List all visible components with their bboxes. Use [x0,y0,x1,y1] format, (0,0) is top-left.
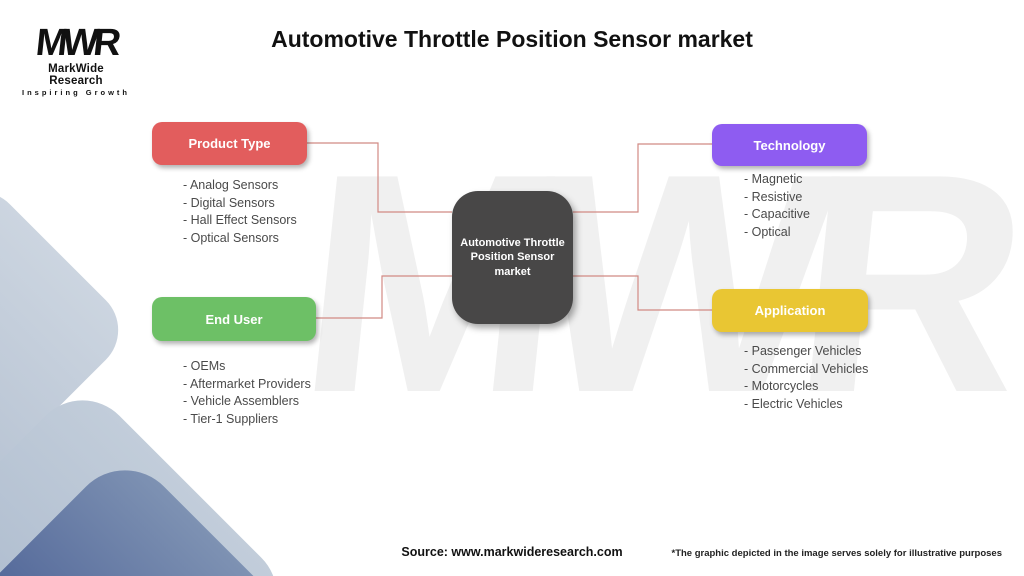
disclaimer-text: *The graphic depicted in the image serve… [671,548,1003,559]
center-node-line: market [494,265,531,278]
list-item: - Vehicle Assemblers [183,394,300,408]
logo-company-name: MarkWide Research [48,63,104,87]
end-user-items: - OEMs - Aftermarket Providers - Vehicle… [183,358,311,428]
logo-tagline: Inspiring Growth [22,88,130,97]
list-item: - Motorcycles [744,379,819,393]
node-technology: Technology [712,124,867,166]
center-node-market: Automotive Throttle Position Sensor mark… [452,191,573,324]
node-end-user: End User [152,297,316,341]
connector-application [573,275,712,311]
node-technology-label: Technology [753,137,826,153]
center-node-line: Automotive Throttle [460,236,565,249]
node-product-type-label: Product Type [188,136,271,151]
list-item: - Capacitive [744,207,810,221]
page-title: Automotive Throttle Position Sensor mark… [271,26,753,52]
list-item: - OEMs [183,359,226,373]
list-item: - Analog Sensors [183,178,279,192]
list-item: - Electric Vehicles [744,396,843,411]
list-item: - Hall Effect Sensors [183,213,297,227]
list-item: - Magnetic [744,172,803,186]
list-item: - Aftermarket Providers [183,376,311,391]
technology-items: - Magnetic - Resistive - Capacitive - Op… [744,171,810,241]
application-items: - Passenger Vehicles - Commercial Vehicl… [744,343,868,413]
node-product-type: Product Type [152,122,307,165]
product-type-items: - Analog Sensors - Digital Sensors - Hal… [183,177,297,247]
connector-end-user [316,275,452,319]
list-item: - Digital Sensors [183,195,275,210]
node-application: Application [712,289,868,332]
connector-technology [573,143,712,213]
node-application-label: Application [754,303,826,318]
list-item: - Commercial Vehicles [744,361,869,376]
center-node-line: Position Sensor [470,251,555,264]
source-text: Source: www.markwideresearch.com [401,545,623,559]
markwide-research-logo: MWR MarkWide Research Inspiring Growth [20,22,132,97]
node-end-user-label: End User [205,311,263,327]
list-item: - Tier-1 Suppliers [183,411,279,426]
list-item: - Passenger Vehicles [744,344,862,358]
connector-product-type [307,142,452,213]
list-item: - Optical [744,224,791,239]
list-item: - Resistive [744,189,803,204]
list-item: - Optical Sensors [183,230,279,245]
